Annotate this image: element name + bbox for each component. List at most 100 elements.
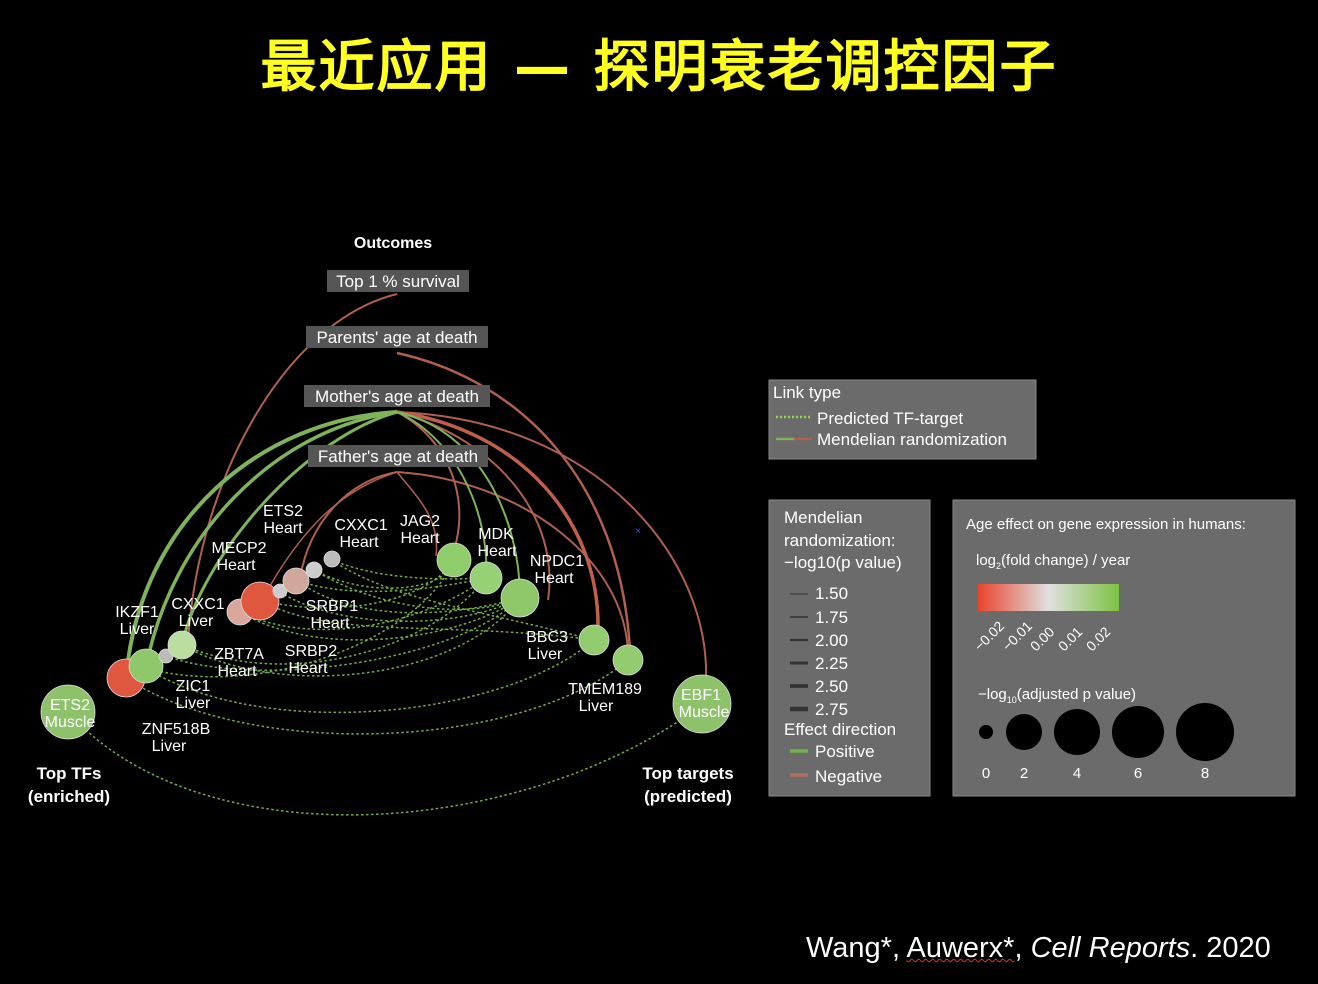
outcome-node: Father's age at death <box>308 445 488 467</box>
mr-link <box>396 410 600 631</box>
node-label: Heart <box>477 543 517 560</box>
tf-link <box>313 569 521 611</box>
legend-link-type: Link type Predicted TF-target Mendelian … <box>768 379 1037 460</box>
width-tick: 2.50 <box>815 677 848 696</box>
size-swatch <box>1112 706 1164 758</box>
width-tick: 2.25 <box>815 654 848 673</box>
node-label: Muscle <box>45 714 96 731</box>
legend-title: Effect direction <box>784 720 896 739</box>
top-tfs-label: (enriched) <box>28 787 110 806</box>
mr-link <box>396 411 708 681</box>
mr-link <box>396 411 488 579</box>
tf-link <box>313 559 455 589</box>
node-label: Heart <box>339 534 379 551</box>
tf-link <box>181 597 521 677</box>
node-label: IKZF1 <box>115 604 159 621</box>
node-cxxc1-liver <box>167 630 197 660</box>
gene-labels: ETS2 Muscle IKZF1 Liver CXXC1 Liver MECP… <box>45 503 730 755</box>
gradient-label: log2(fold change) / year <box>976 552 1130 571</box>
node-mdk-heart <box>469 561 503 595</box>
node-label: Heart <box>310 615 350 632</box>
size-tick: 8 <box>1201 765 1209 782</box>
legend-title: Mendelian <box>784 508 862 527</box>
legend-age-effect: Age effect on gene expression in humans:… <box>952 499 1296 797</box>
node-label: NPDC1 <box>530 553 584 570</box>
node-label: Muscle <box>679 704 730 721</box>
citation-author1: Wang*, <box>806 932 907 964</box>
size-swatch <box>1054 709 1100 755</box>
legend-item: Predicted TF-target <box>817 409 963 428</box>
legend-title: Link type <box>773 383 841 402</box>
citation-author2: Auwerx* <box>906 932 1015 964</box>
width-tick: 1.50 <box>815 584 848 603</box>
citation-sep: , <box>1014 932 1031 964</box>
mr-link <box>396 411 521 599</box>
tf-link <box>295 579 521 614</box>
node-label: Liver <box>152 738 187 755</box>
mr-link <box>396 351 632 651</box>
node-label: Liver <box>179 613 214 630</box>
node-label: ZIC1 <box>176 678 211 695</box>
node-tmem189-liver <box>612 644 644 676</box>
node-ets2-heart <box>305 561 323 579</box>
mr-links <box>124 293 708 681</box>
legend-title: Age effect on gene expression in humans: <box>966 516 1246 533</box>
axis-captions: Top TFs (enriched) Top targets (predicte… <box>28 764 734 806</box>
tf-link <box>125 659 629 735</box>
node-label: Heart <box>216 557 256 574</box>
tf-link <box>145 559 455 678</box>
legend-mr: Mendelian randomization: −log10(p value)… <box>768 499 931 797</box>
legend-item: Negative <box>815 767 882 786</box>
outcome-label: Father's age at death <box>318 447 478 466</box>
node-label: CXXC1 <box>171 596 224 613</box>
mr-link <box>144 410 398 669</box>
node-label: JAG2 <box>400 513 440 530</box>
mr-link <box>124 410 398 679</box>
mr-link <box>396 471 630 661</box>
legend-title: randomization: <box>784 531 896 550</box>
node-label: Liver <box>176 695 211 712</box>
node-label: ZNF518B <box>142 721 210 738</box>
node-srbp2-heart <box>272 583 288 599</box>
mr-link <box>396 471 438 557</box>
size-swatch <box>979 725 993 739</box>
outcome-node: Top 1 % survival <box>327 270 469 292</box>
tf-link <box>239 597 521 641</box>
width-tick: 1.75 <box>815 608 848 627</box>
legend-item: Positive <box>815 742 875 761</box>
width-tick: 2.00 <box>815 631 848 650</box>
slide-title: 最近应用 — 探明衰老调控因子 <box>260 35 1058 100</box>
node-label: ETS2 <box>50 697 90 714</box>
tf-link <box>181 577 487 665</box>
citation: Wang*, Auwerx*, Cell Reports. 2020 <box>806 932 1271 965</box>
tf-link <box>295 577 487 593</box>
node-label: Liver <box>120 621 155 638</box>
node-jag2-heart <box>436 542 472 578</box>
node-label: BBC3 <box>526 629 568 646</box>
node-zic1-liver <box>128 648 164 684</box>
node-label: TMEM189 <box>568 681 642 698</box>
size-tick: 4 <box>1073 765 1081 782</box>
node-label: ETS2 <box>263 503 303 520</box>
citation-journal: Cell Reports <box>1030 932 1191 964</box>
tf-link <box>279 591 521 623</box>
node-label: CXXC1 <box>334 517 387 534</box>
stray-marker: × <box>635 526 641 537</box>
tf-link <box>259 559 455 609</box>
node-mecp2-heart <box>240 581 280 621</box>
size-swatch <box>1176 703 1234 761</box>
legend-title: −log10(p value) <box>784 553 902 572</box>
citation-year: . 2020 <box>1190 932 1271 964</box>
node-label: MECP2 <box>211 540 266 557</box>
size-label: −log10(adjusted p value) <box>978 686 1136 705</box>
legend-item: Mendelian randomization <box>817 430 1007 449</box>
node-label: Heart <box>263 520 303 537</box>
node-label: Heart <box>217 663 257 680</box>
top-tfs-label: Top TFs <box>37 764 102 783</box>
node-srbp1-heart <box>282 567 310 595</box>
mr-link <box>261 471 398 601</box>
node-label: SRBP2 <box>285 643 338 660</box>
node-label: Heart <box>534 570 574 587</box>
color-gradient-bar <box>978 584 1119 611</box>
size-tick: 2 <box>1020 765 1028 782</box>
